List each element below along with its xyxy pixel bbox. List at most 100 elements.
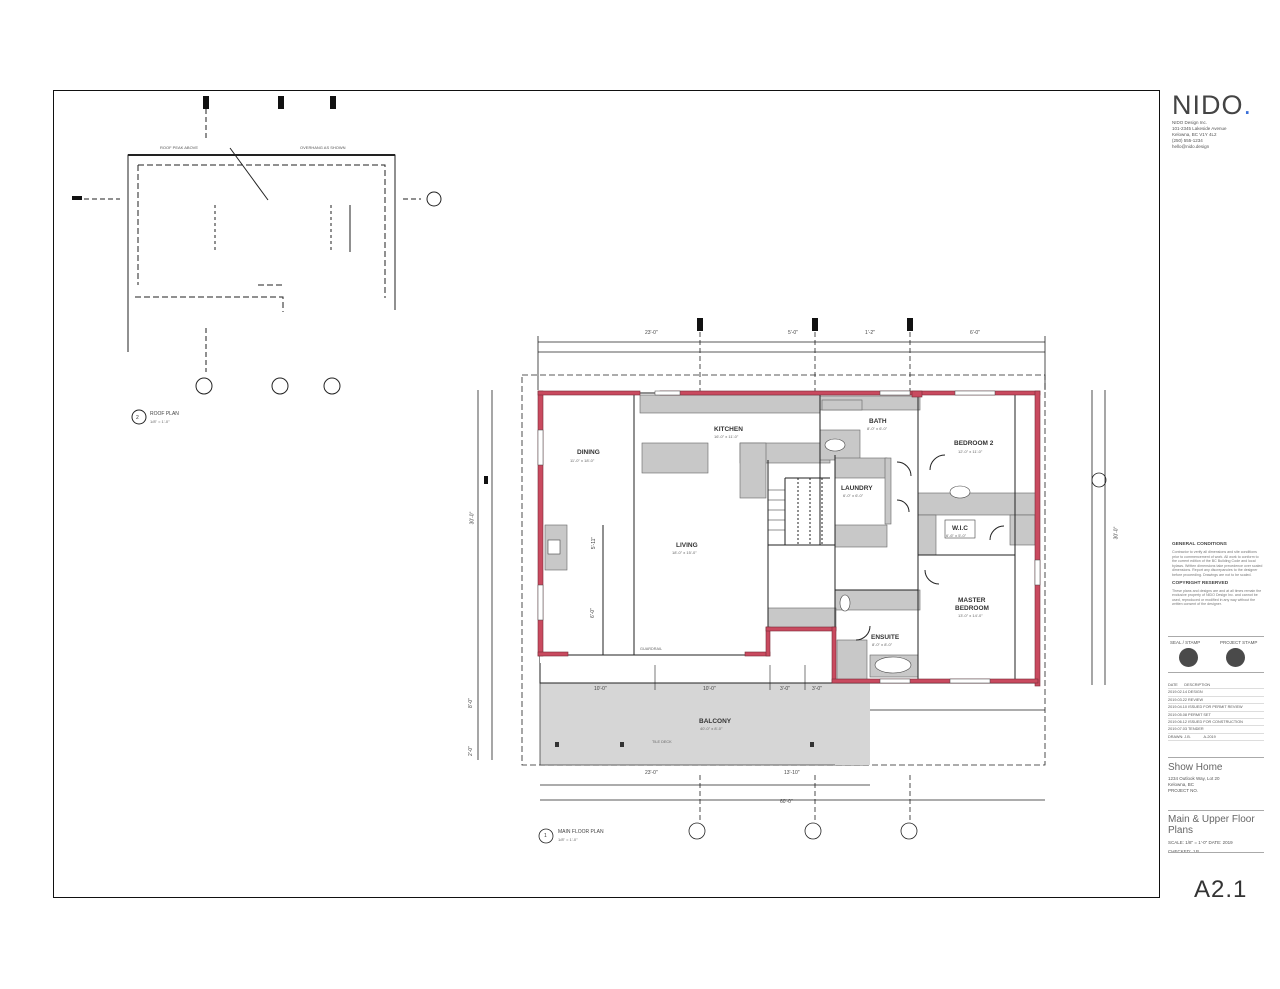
sheet-meta-line: SCALE: 1/8" = 1'-0" DATE: 2019	[1168, 840, 1233, 845]
dim-left-1: 30'-0"	[469, 511, 476, 525]
room-ensuite-size: 8'-0" x 8'-0"	[872, 642, 893, 647]
dim-bottom-7: 60'-0"	[780, 799, 793, 805]
rev-col-date: DATE	[1168, 683, 1178, 687]
dim-misc-1: 5'-11"	[591, 536, 598, 550]
dim-top-3: 1'-2"	[865, 330, 875, 336]
section-marker	[907, 318, 913, 331]
stair	[768, 489, 785, 531]
room-bedroom-name: BEDROOM	[955, 605, 989, 612]
firm-logo-dot: .	[1243, 90, 1253, 120]
dim-top-4: 6'-0"	[970, 330, 980, 336]
main-view-scale: 1/8" = 1'-0"	[558, 837, 578, 842]
floor-plan-drawing: ROOF PEAK ABOVE OVERHANG AS SHOWN 2 ROOF…	[72, 96, 1107, 844]
general-notes: GENERAL CONDITIONS Contractor to verify …	[1172, 542, 1264, 610]
firm-info: NIDO Design Inc. 101-2345 Lakeside Avenu…	[1172, 120, 1262, 150]
sheet-title: Main & Upper Floor Plans	[1168, 814, 1268, 836]
divider	[1168, 636, 1264, 637]
firm-line: 101-2345 Lakeside Avenue	[1172, 126, 1227, 131]
revision-header: DATE DESCRIPTION	[1168, 682, 1264, 690]
stamp-label: PROJECT STAMP	[1220, 640, 1258, 645]
room-laundry-size: 6'-0" x 6'-0"	[843, 493, 864, 498]
firm-line: (250) 555-1234	[1172, 138, 1203, 143]
sheet-meta: SCALE: 1/8" = 1'-0" DATE: 2019 CHECKED: …	[1168, 840, 1264, 855]
section-marker	[484, 476, 488, 484]
project-address: Kelowna, BC	[1168, 782, 1195, 787]
roof-view-title: ROOF PLAN	[150, 411, 179, 417]
interior-walls	[565, 395, 1016, 683]
divider	[1168, 810, 1264, 811]
rev-footer-left: DRAWN: J.B.	[1168, 734, 1191, 739]
room-ensuite-name: ENSUITE	[871, 634, 900, 641]
dim-left-2: 8'-0"	[467, 698, 474, 708]
room-living-size: 18'-0" x 15'-0"	[672, 550, 697, 555]
project-stamp	[1226, 648, 1245, 667]
roof-view-scale: 1/8" = 1'-0"	[150, 419, 170, 424]
project-name: Show Home	[1168, 762, 1223, 773]
room-balcony-size: 40'-0" x 8'-0"	[700, 726, 723, 731]
notes-subheading: COPYRIGHT RESERVED	[1172, 580, 1229, 586]
section-marker	[203, 96, 209, 109]
section-marker	[278, 96, 284, 109]
dim-bottom-2: 10'-0"	[703, 686, 716, 692]
dim-misc-3: TILE DECK	[652, 740, 672, 744]
revision-footer: DRAWN: J.B. A-2019	[1168, 734, 1264, 742]
main-view-title: MAIN FLOOR PLAN	[558, 829, 604, 835]
fixtures	[547, 438, 976, 674]
room-kitchen-size: 16'-0" x 11'-0"	[714, 434, 739, 439]
room-bath-name: BATH	[869, 418, 887, 425]
room-wic-name: W.I.C	[952, 525, 968, 532]
revision-row: 2019.04.10 ISSUED FOR PERMIT REVIEW	[1168, 704, 1264, 712]
room-bath-size: 8'-0" x 6'-0"	[867, 426, 888, 431]
divider	[1168, 672, 1264, 673]
divider	[1168, 852, 1264, 853]
roof-note-2: OVERHANG AS SHOWN	[300, 145, 346, 150]
revision-row: 2019.07.03 TENDER	[1168, 726, 1264, 734]
section-marker	[812, 318, 818, 331]
sheet-title-line: Main & Upper Floor	[1168, 814, 1255, 825]
balcony-posts	[555, 742, 814, 747]
project-info: 1234 Outlook Way, Lot 20 Kelowna, BC PRO…	[1168, 776, 1258, 794]
dim-left-3: 2'-0"	[467, 746, 474, 756]
dim-top-2: 5'-0"	[788, 330, 798, 336]
revision-row: 2019.03.22 REVIEW	[1168, 697, 1264, 705]
divider	[1168, 757, 1264, 758]
room-laundry-name: LAUNDRY	[841, 485, 873, 492]
room-master-name: MASTER	[958, 597, 986, 604]
sheet-meta-line: CHECKED: J.B.	[1168, 849, 1201, 854]
project-number: PROJECT NO.	[1168, 788, 1199, 793]
title-block: NIDO. NIDO Design Inc. 101-2345 Lakeside…	[1162, 90, 1264, 903]
firm-line: NIDO Design Inc.	[1172, 120, 1208, 125]
room-kitchen-name: KITCHEN	[714, 426, 743, 433]
revision-row: 2019.06.12 ISSUED FOR CONSTRUCTION	[1168, 719, 1264, 727]
firm-logo-text: NIDO	[1172, 90, 1244, 120]
dim-top-1: 23'-0"	[645, 330, 658, 336]
room-master-size: 13'-0" x 14'-0"	[958, 613, 983, 618]
notes-heading: GENERAL CONDITIONS	[1172, 542, 1227, 547]
roof-note-1: ROOF PEAK ABOVE	[160, 145, 198, 150]
room-dining-size: 11'-0" x 18'-0"	[570, 458, 595, 463]
room-balcony-name: BALCONY	[699, 718, 732, 725]
room-wic-size: 6'-6" x 5'-0"	[946, 533, 967, 538]
upper-plan	[72, 96, 442, 425]
dim-bottom-1: 10'-0"	[594, 686, 607, 692]
roof-view-number: 2	[136, 415, 139, 421]
dim-misc-4: GUARDRAIL	[640, 647, 663, 651]
firm-logo: NIDO.	[1172, 90, 1252, 121]
project-address: 1234 Outlook Way, Lot 20	[1168, 776, 1220, 781]
rev-col-desc: DESCRIPTION	[1184, 683, 1211, 687]
room-living-name: LIVING	[676, 542, 698, 549]
rev-footer-right: A-2019	[1203, 734, 1216, 739]
room-bedroom2-name: BEDROOM 2	[954, 440, 994, 447]
dim-bottom-3: 3'-0"	[780, 686, 790, 692]
revision-row: 2019.05.08 PERMIT SET	[1168, 712, 1264, 720]
seal-stamp	[1179, 648, 1198, 667]
sheet-border	[53, 90, 1160, 898]
revision-row: 2019.02.14 DESIGN	[1168, 689, 1264, 697]
firm-line: Kelowna, BC V1Y 4L2	[1172, 132, 1217, 137]
sheet-title-line: Plans	[1168, 825, 1194, 836]
dim-misc-2: 6'-0"	[589, 608, 596, 618]
dim-bottom-6: 13'-10"	[784, 770, 800, 776]
notes-paragraph: These plans and designs are and at all t…	[1172, 588, 1262, 607]
main-view-number: 1	[544, 833, 547, 839]
dim-right-1: 30'-0"	[1113, 526, 1120, 540]
